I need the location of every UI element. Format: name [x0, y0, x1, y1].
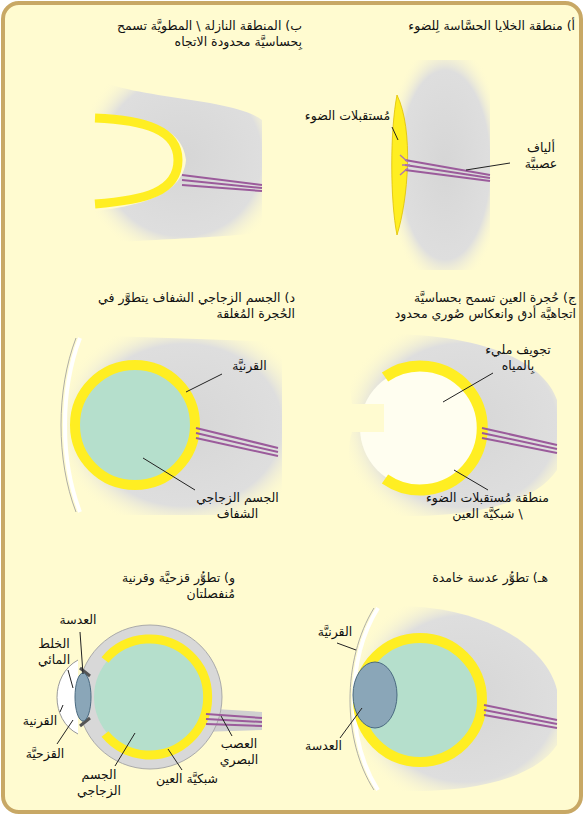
part-label: العصب البصري	[208, 736, 270, 767]
part-label: القرنيَّة	[222, 358, 277, 374]
frame	[3, 3, 581, 812]
part-label: الخلط المائي	[28, 636, 80, 667]
panel-b-figure	[85, 70, 262, 245]
part-label: القزحيَّة	[18, 746, 72, 762]
part-label: تجويف مليء بِالمياه	[478, 342, 558, 373]
part-label: شبكيَّة العين	[148, 771, 226, 787]
panel-heading: أ) منطقة الخلايا الحسَّاسة لِلضوء	[380, 18, 575, 34]
panel-e-figure	[350, 606, 557, 791]
panel-d-figure	[61, 335, 282, 515]
part-label: العدسة	[52, 612, 104, 628]
leader-lines	[57, 127, 510, 770]
part-label: الجسم الزجاجي	[68, 767, 130, 798]
panel-heading: ج) حُجرة العين تسمح بحساسيَّة اتجاهيَّة …	[378, 290, 576, 321]
panel-heading: د) الجسم الزجاجي الشفاف يتطوَّر في الحُج…	[90, 290, 295, 321]
part-label: القرنيَّة	[310, 624, 360, 640]
part-label: ألياف عصبيَّة	[512, 140, 570, 171]
panel-c-figure	[344, 334, 557, 516]
panel-a-figure	[390, 60, 490, 270]
part-label: القرنية	[14, 713, 66, 729]
panel-heading: هـ) تطوُّر عدسة خامدة	[370, 570, 548, 586]
part-label: منطقة مُستقبلات الضوء \ شبكيَّة العين	[425, 490, 550, 521]
panel-heading: و) تطوُّر قزحيَّة وقرنية مُنفصلتان	[90, 570, 235, 601]
part-label: مُستقبلات الضوء	[300, 108, 395, 124]
panel-heading: ب) المنطقة النازلة \ المطويَّة تسمح بِحس…	[92, 18, 302, 49]
part-label: الجسم الزجاجي الشفاف	[185, 490, 290, 521]
part-label: العدسة	[296, 738, 351, 754]
